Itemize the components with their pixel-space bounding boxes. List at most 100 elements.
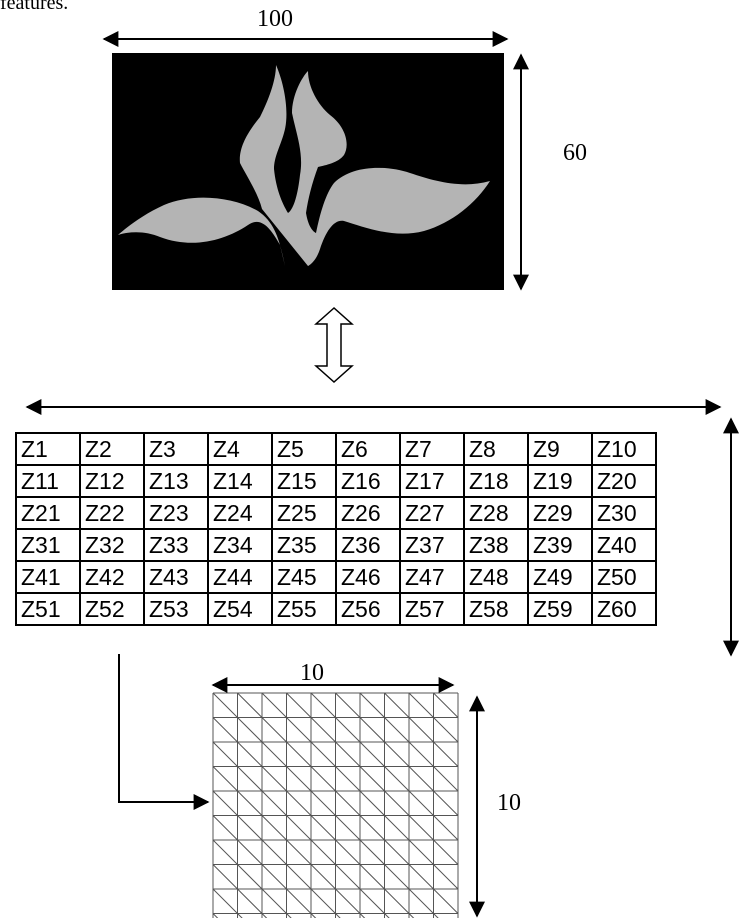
zone-cell: Z36: [335, 528, 401, 562]
zone-cell: Z2: [79, 432, 145, 466]
grid-diagonal: [433, 790, 459, 816]
grid-diagonal: [310, 839, 336, 865]
grid-diagonal: [261, 888, 287, 914]
grid-diagonal: [310, 864, 336, 890]
grid-diagonal: [359, 692, 385, 718]
grid-diagonal: [335, 741, 361, 767]
grid-diagonal: [359, 766, 385, 792]
zone-cell: Z40: [591, 528, 657, 562]
grid-diagonal: [286, 692, 312, 718]
zone-cell: Z19: [527, 464, 593, 498]
grid-diagonal: [384, 864, 410, 890]
grid-diagonal: [212, 864, 238, 890]
grid-diagonal: [335, 839, 361, 865]
grid-diagonal: [212, 839, 238, 865]
grid-diagonal: [359, 815, 385, 841]
zone-cell: Z34: [207, 528, 273, 562]
zone-detail-grid: [212, 692, 459, 918]
grid-diagonal: [212, 888, 238, 914]
zone-cell: Z50: [591, 560, 657, 594]
grid-diagonal: [408, 741, 434, 767]
grid-diagonal: [384, 766, 410, 792]
grid-diagonal: [237, 717, 263, 743]
grid-diagonal: [433, 839, 459, 865]
grid-diagonal: [310, 766, 336, 792]
zone-cell: Z38: [463, 528, 529, 562]
grid-diagonal: [310, 815, 336, 841]
zone-cell: Z23: [143, 496, 209, 530]
grid-diagonal: [384, 913, 390, 918]
grid-diagonal: [359, 790, 385, 816]
grid-diagonal: [384, 717, 410, 743]
grid-diagonal: [310, 717, 336, 743]
character-shape: [118, 65, 490, 266]
zone-cell: Z13: [143, 464, 209, 498]
grid-diagonal: [237, 815, 263, 841]
zone-cell: Z51: [15, 592, 81, 626]
grid-diagonal: [212, 741, 238, 767]
zone-cell: Z22: [79, 496, 145, 530]
grid-diagonal: [408, 790, 434, 816]
grid-diagonal: [212, 790, 238, 816]
grid-diagonal: [212, 766, 238, 792]
zone-cell: Z31: [15, 528, 81, 562]
zone-cell: Z44: [207, 560, 273, 594]
grid-diagonal: [384, 888, 410, 914]
grid-diagonal: [286, 815, 312, 841]
zone-cell: Z3: [143, 432, 209, 466]
zone-cell: Z9: [527, 432, 593, 466]
zone-connector-line: [118, 654, 210, 810]
grid-diagonal: [335, 864, 361, 890]
grid-diagonal: [433, 815, 459, 841]
zone-cell: Z60: [591, 592, 657, 626]
grid-diagonal: [286, 790, 312, 816]
zone-cell: Z48: [463, 560, 529, 594]
grid-diagonal: [335, 717, 361, 743]
grid-diagonal: [237, 766, 263, 792]
zone-cell: Z24: [207, 496, 273, 530]
grid-diagonal: [286, 741, 312, 767]
grid-diagonal: [359, 741, 385, 767]
grid-diagonal: [286, 888, 312, 914]
zone-cell: Z14: [207, 464, 273, 498]
grid-diagonal: [286, 717, 312, 743]
grid-diagonal: [433, 888, 459, 914]
grid-diagonal: [408, 888, 434, 914]
zone-cell: Z33: [143, 528, 209, 562]
grid-diagonal: [261, 741, 287, 767]
grid-diagonal: [359, 888, 385, 914]
grid-diagonal: [408, 717, 434, 743]
grid-diagonal: [237, 790, 263, 816]
grid-diagonal: [408, 692, 434, 718]
zone-cell: Z28: [463, 496, 529, 530]
grid-diagonal: [335, 815, 361, 841]
zone-cell: Z57: [399, 592, 465, 626]
character-image: [112, 53, 504, 290]
zone-cell: Z47: [399, 560, 465, 594]
grid-diagonal: [261, 790, 287, 816]
zone-cell: Z11: [15, 464, 81, 498]
zone-cell: Z37: [399, 528, 465, 562]
grid-diagonal: [237, 692, 263, 718]
zone-cell: Z5: [271, 432, 337, 466]
zone-cell: Z27: [399, 496, 465, 530]
grid-diagonal: [433, 766, 459, 792]
zone-cell: Z7: [399, 432, 465, 466]
grid-diagonal: [261, 692, 287, 718]
zone-cell: Z58: [463, 592, 529, 626]
grid-diagonal: [212, 692, 238, 718]
grid-diagonal: [237, 888, 263, 914]
grid-diagonal: [310, 913, 317, 918]
grid-diagonal: [237, 839, 263, 865]
zone-cell: Z32: [79, 528, 145, 562]
zone-cell: Z21: [15, 496, 81, 530]
grid-diagonal: [433, 864, 459, 890]
grid-diagonal: [335, 913, 341, 918]
grid-diagonal: [310, 692, 336, 718]
